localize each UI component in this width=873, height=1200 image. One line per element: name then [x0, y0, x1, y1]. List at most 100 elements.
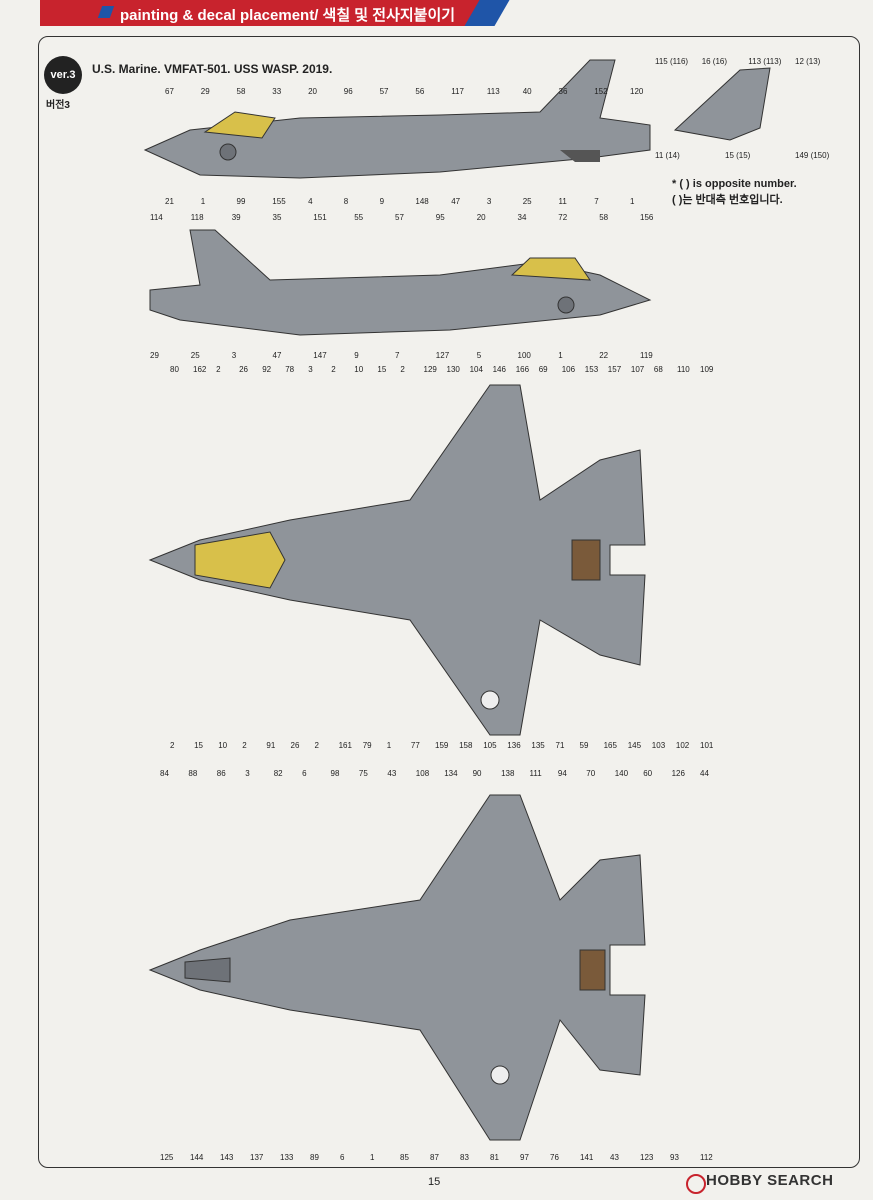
- callout-label: 118: [191, 213, 204, 222]
- callout-label: 108: [416, 769, 430, 778]
- callout-label: 112: [700, 1153, 713, 1162]
- callout-label: 81: [490, 1153, 499, 1162]
- callout-label: 115 (116): [655, 57, 688, 66]
- callout-label: 8: [344, 197, 349, 206]
- page-number: 15: [428, 1176, 441, 1188]
- callout-label: 91: [266, 741, 275, 750]
- callout-label: 15 (15): [725, 151, 751, 160]
- callout-label: 33: [272, 87, 281, 96]
- callout-label: 93: [670, 1153, 679, 1162]
- callout-label: 39: [232, 213, 241, 222]
- callout-label: 16 (16): [702, 57, 728, 66]
- callout-label: 15: [377, 365, 386, 374]
- callout-label: 1: [558, 351, 563, 360]
- side-view-right: [149, 229, 652, 336]
- callout-label: 7: [594, 197, 599, 206]
- callout-label: 47: [451, 197, 460, 206]
- callout-label: 69: [539, 365, 548, 374]
- callouts-fin: 115 (116)16 (16)113 (113)12 (13)11 (14)1…: [655, 57, 830, 160]
- callout-label: 134: [444, 769, 458, 778]
- callout-label: 87: [430, 1153, 439, 1162]
- bottom-view: [148, 794, 646, 1141]
- top-view: [148, 384, 646, 736]
- callout-label: 127: [436, 351, 450, 360]
- callout-label: 2: [400, 365, 405, 374]
- callout-label: 25: [523, 197, 532, 206]
- callout-label: 165: [604, 741, 618, 750]
- header-bar: painting & decal placement/ 색칠 및 전사지붙이기: [40, 0, 480, 26]
- callout-label: 114: [150, 213, 163, 222]
- note-line-1: * ( ) is opposite number.: [672, 178, 797, 190]
- callout-label: 3: [487, 197, 492, 206]
- callout-label: 97: [520, 1153, 529, 1162]
- callout-label: 146: [493, 365, 507, 374]
- callout-label: 9: [354, 351, 359, 360]
- hobby-search-logo-icon: [686, 1174, 706, 1194]
- callout-label: 86: [217, 769, 226, 778]
- callout-label: 57: [395, 213, 404, 222]
- callout-label: 113 (113): [748, 57, 781, 66]
- version-badge: ver.3: [44, 56, 82, 94]
- callout-label: 34: [518, 213, 527, 222]
- callout-label: 6: [302, 769, 307, 778]
- callout-label: 76: [550, 1153, 559, 1162]
- callout-label: 137: [250, 1153, 264, 1162]
- callout-label: 141: [580, 1153, 594, 1162]
- callout-label: 57: [380, 87, 389, 96]
- canopy-icon: [203, 111, 276, 139]
- callout-label: 83: [460, 1153, 469, 1162]
- header-title: painting & decal placement/ 색칠 및 전사지붙이기: [120, 7, 456, 24]
- callout-label: 157: [608, 365, 622, 374]
- callout-label: 58: [599, 213, 608, 222]
- callout-label: 44: [700, 769, 709, 778]
- callout-label: 133: [280, 1153, 294, 1162]
- callout-label: 29: [201, 87, 210, 96]
- callout-label: 148: [415, 197, 429, 206]
- callout-label: 151: [313, 213, 327, 222]
- callout-label: 3: [245, 769, 250, 778]
- callout-label: 161: [339, 741, 353, 750]
- callout-label: 21: [165, 197, 174, 206]
- callout-label: 149 (150): [795, 151, 830, 160]
- watermark: HOBBY SEARCH: [706, 1172, 834, 1189]
- scheme-subtitle: U.S. Marine. VMFAT-501. USS WASP. 2019.: [92, 62, 333, 76]
- callout-label: 80: [170, 365, 179, 374]
- fin-view: [673, 67, 771, 141]
- callout-label: 43: [387, 769, 396, 778]
- callout-label: 162: [193, 365, 207, 374]
- version-sub: 버전3: [46, 100, 70, 111]
- callout-label: 152: [594, 87, 608, 96]
- callout-label: 67: [165, 87, 174, 96]
- callout-label: 166: [516, 365, 530, 374]
- callout-label: 20: [477, 213, 486, 222]
- callout-label: 59: [580, 741, 589, 750]
- callout-label: 2: [170, 741, 175, 750]
- callout-label: 143: [220, 1153, 234, 1162]
- callout-label: 140: [615, 769, 629, 778]
- callout-label: 106: [562, 365, 576, 374]
- callout-label: 88: [188, 769, 197, 778]
- callout-label: 155: [272, 197, 286, 206]
- callout-label: 11: [559, 197, 568, 206]
- opposite-number-note: * ( ) is opposite number. ( )는 반대측 번호입니다…: [672, 176, 797, 208]
- callout-label: 92: [262, 365, 271, 374]
- callout-label: 10: [218, 741, 227, 750]
- callout-label: 26: [239, 365, 248, 374]
- callout-label: 22: [599, 351, 608, 360]
- callout-label: 6: [340, 1153, 345, 1162]
- callout-label: 43: [610, 1153, 619, 1162]
- callout-label: 136: [507, 741, 521, 750]
- callout-label: 56: [415, 87, 424, 96]
- callout-label: 55: [354, 213, 363, 222]
- callout-label: 156: [640, 213, 654, 222]
- callout-label: 78: [285, 365, 294, 374]
- callout-label: 1: [370, 1153, 375, 1162]
- callout-label: 90: [473, 769, 482, 778]
- callout-label: 102: [676, 741, 690, 750]
- callout-label: 77: [411, 741, 420, 750]
- callout-label: 98: [331, 769, 340, 778]
